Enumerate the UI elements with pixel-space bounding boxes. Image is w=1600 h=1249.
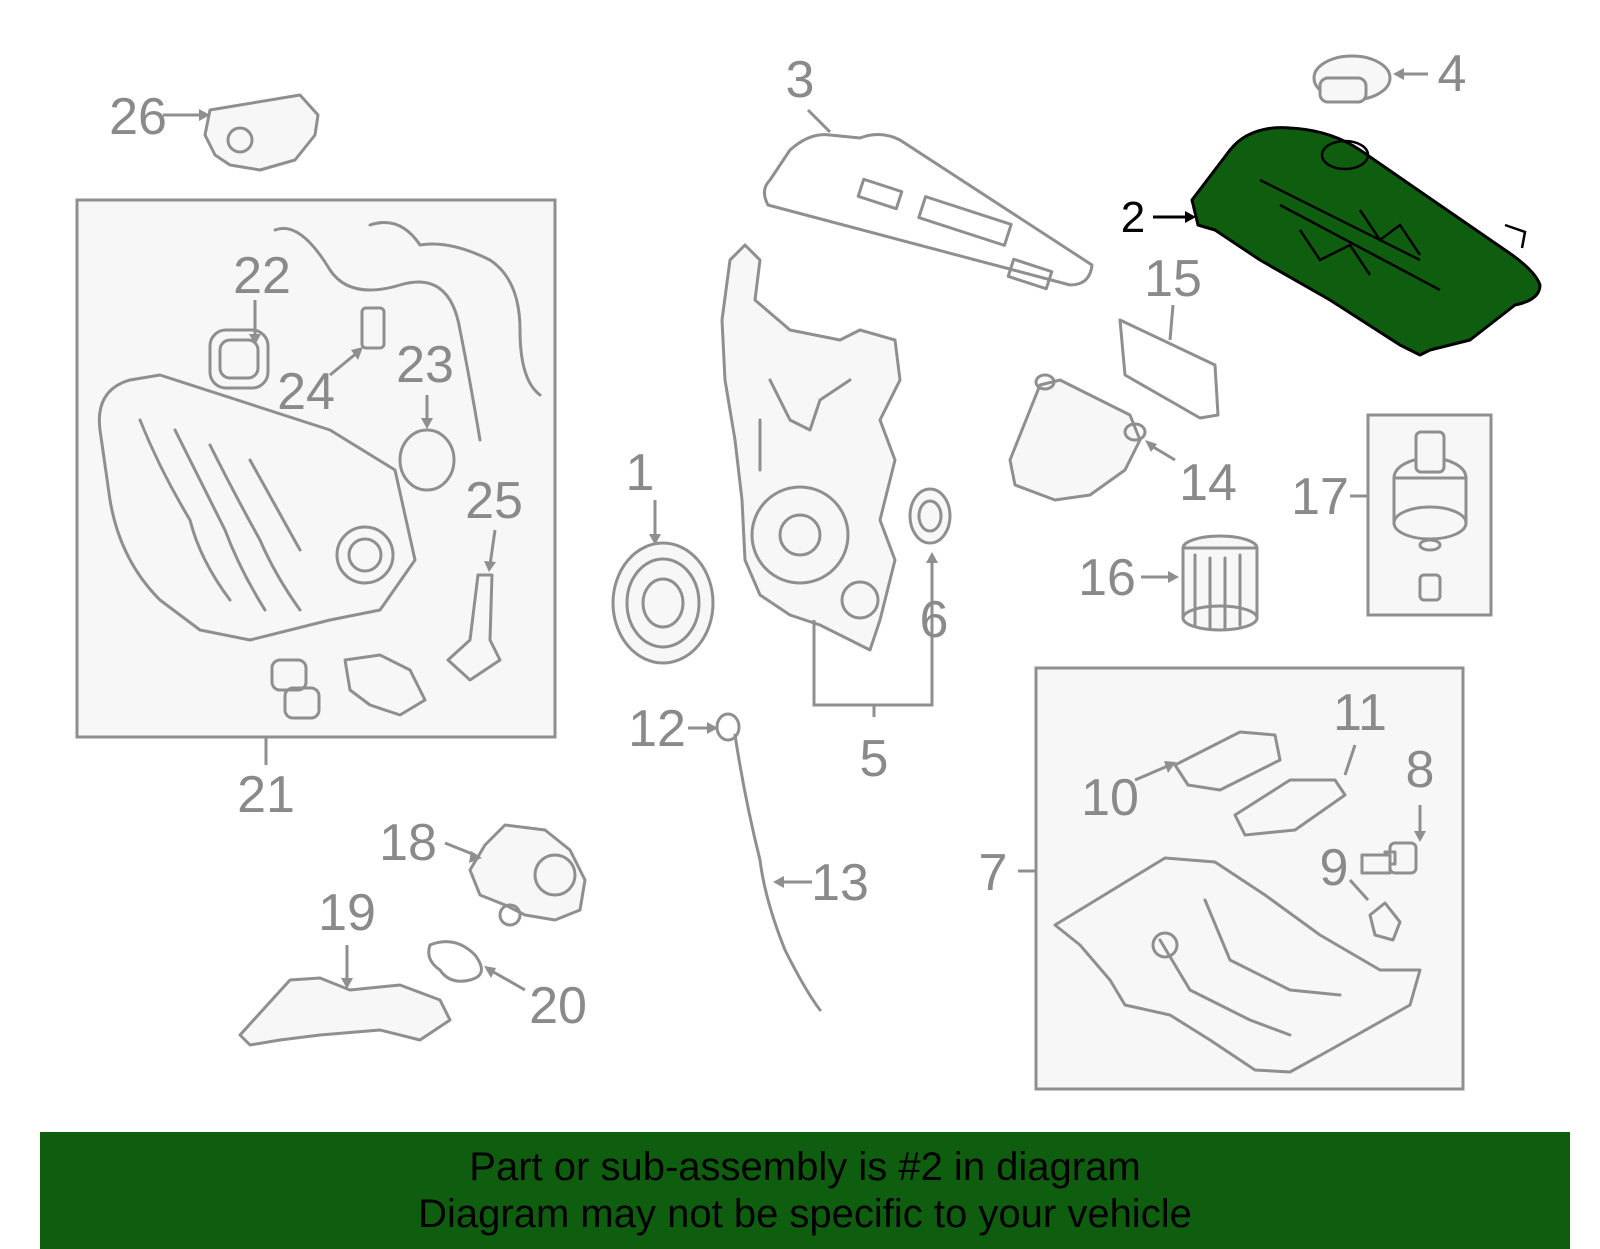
part-4-oil-filler-cap	[1312, 54, 1392, 104]
callout-5: 5	[860, 730, 889, 788]
breather-hose-b	[368, 221, 542, 397]
part-25-sensor	[446, 573, 502, 682]
part-3-valve-cover-gasket	[763, 133, 1094, 287]
part-20-gasket	[427, 940, 483, 983]
callout-26: 26	[109, 88, 167, 146]
part-22-gasket	[208, 328, 270, 390]
callout-14: 14	[1179, 454, 1237, 512]
part-23-o-ring	[398, 428, 456, 492]
callout-7: 7	[979, 844, 1008, 902]
callout-19: 19	[318, 884, 376, 942]
callout-6: 6	[920, 591, 949, 649]
part-26-mount-bracket	[203, 93, 320, 172]
part-14-oil-filter-housing	[1008, 373, 1147, 502]
part-11-baffle	[1233, 778, 1347, 837]
part-16-oil-filter	[1181, 534, 1259, 632]
callout-25: 25	[465, 472, 523, 530]
callout-15: 15	[1144, 250, 1202, 308]
part-18-oil-pump	[468, 823, 587, 927]
part-10-baffle	[1173, 730, 1282, 792]
callout-18: 18	[379, 814, 437, 872]
callout-3: 3	[786, 51, 815, 109]
part-24-pcv-valve	[360, 306, 386, 350]
info-banner: Part or sub-assembly is #2 in diagram Di…	[40, 1132, 1570, 1249]
part-2-valve-cover	[1190, 126, 1542, 357]
throttle-valve	[343, 653, 427, 717]
callout-4: 4	[1438, 45, 1467, 103]
callout-11: 11	[1333, 684, 1387, 742]
part-17-filter-cap	[1392, 430, 1468, 602]
callout-16: 16	[1078, 549, 1136, 607]
part-9-gasket	[1368, 901, 1402, 942]
part-6-front-seal	[908, 487, 952, 545]
part-15-gasket	[1118, 318, 1220, 420]
callout-21: 21	[237, 766, 295, 824]
part-8-drain-bolt	[1360, 841, 1418, 875]
callout-24: 24	[277, 363, 335, 421]
part-7-oil-pan	[1053, 856, 1422, 1074]
banner-line-2: Diagram may not be specific to your vehi…	[418, 1192, 1192, 1236]
callout-10: 10	[1081, 769, 1139, 827]
gasket-small-b	[283, 686, 321, 720]
callout-8: 8	[1406, 741, 1435, 799]
callout-9: 9	[1320, 839, 1349, 897]
part-19-bracket	[238, 976, 452, 1047]
banner-line-1: Part or sub-assembly is #2 in diagram	[469, 1145, 1141, 1189]
breather-hose-a	[273, 227, 482, 442]
part-13-dipstick-tube	[733, 733, 822, 1012]
callout-20: 20	[529, 977, 587, 1035]
callout-23: 23	[396, 336, 454, 394]
part-21-intake-manifold	[97, 373, 417, 642]
callout-13: 13	[811, 854, 869, 912]
callout-12: 12	[628, 700, 686, 758]
part-12-dipstick-handle	[715, 712, 741, 742]
part-1-crankshaft-pulley	[611, 541, 715, 665]
callout-2: 2	[1121, 193, 1145, 242]
callout-1: 1	[626, 444, 655, 502]
callout-22: 22	[233, 247, 291, 305]
part-5-timing-cover	[720, 243, 902, 652]
callout-17: 17	[1291, 468, 1349, 526]
